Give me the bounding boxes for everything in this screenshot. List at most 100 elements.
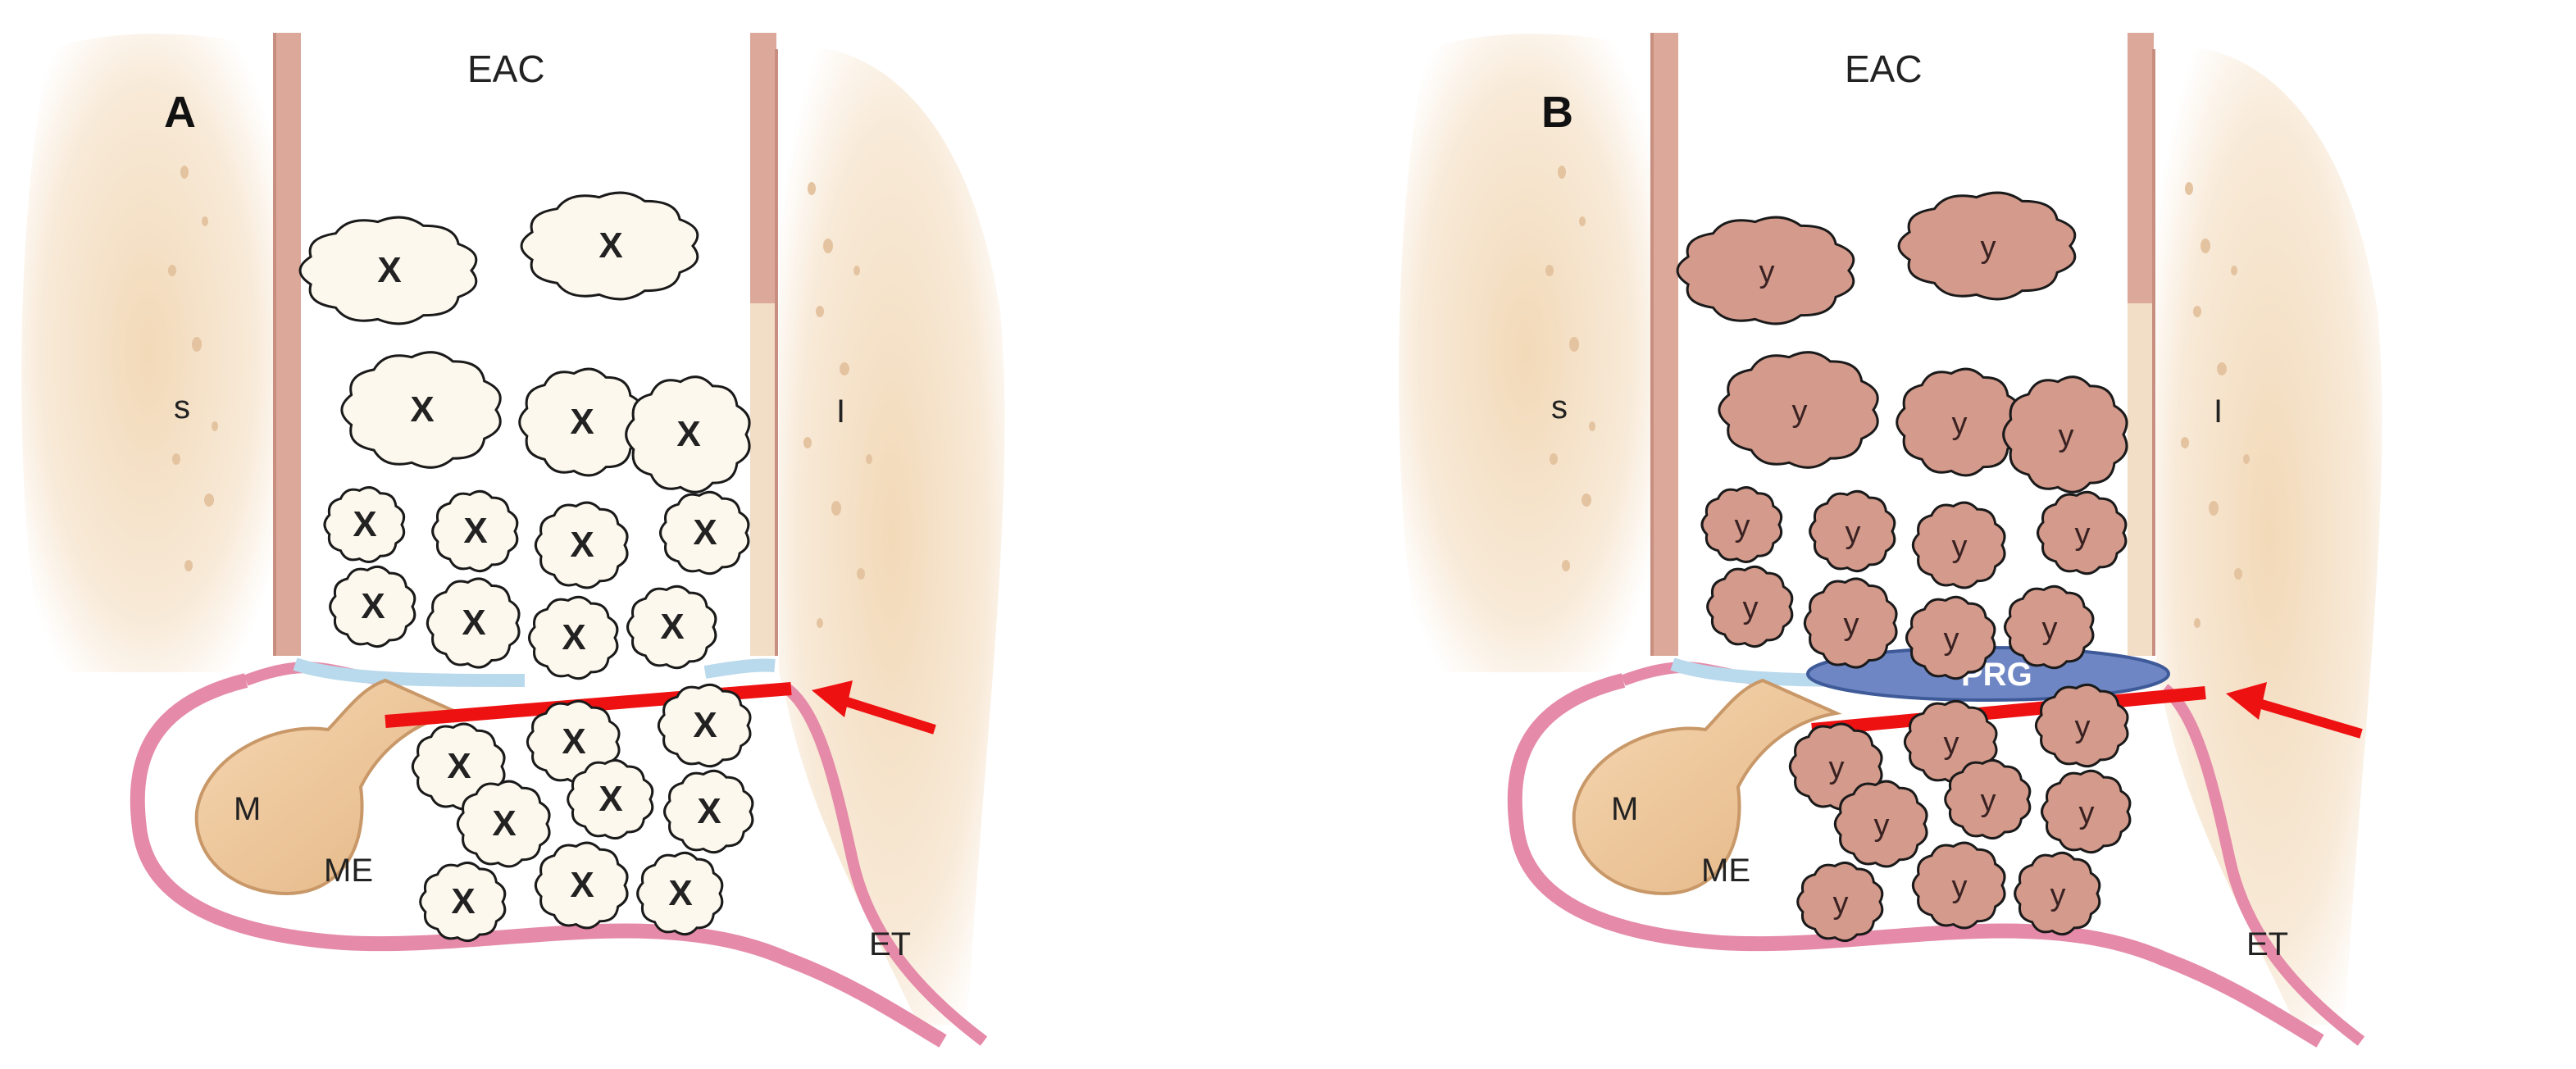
gelfoam-pack-label: y	[1833, 886, 1849, 921]
gelfoam-pack	[625, 375, 751, 494]
panel-letter: A	[164, 88, 196, 137]
canal-label: EAC	[467, 48, 545, 90]
gelfoam-pack-label: X	[697, 791, 721, 831]
gelfoam-pack	[1706, 565, 1794, 648]
right-bone-label: I	[2214, 393, 2223, 430]
gelfoam-pack	[426, 577, 521, 669]
right-bone-label: I	[836, 393, 845, 430]
squamous-bone-left	[21, 34, 275, 672]
middle-ear-mucosa	[130, 673, 947, 1048]
gelfoam-pack	[2014, 851, 2101, 936]
gelfoam-pack	[1911, 501, 2006, 589]
gelfoam-pack	[659, 490, 750, 575]
gelfoam-pack-label: y	[1844, 607, 1859, 642]
gelfoam-pack	[329, 565, 416, 648]
gelfoam-pack-label: y	[1735, 509, 1750, 544]
gelfoam-pack-label: X	[570, 525, 594, 565]
gelfoam-pack	[323, 486, 406, 563]
gelfoam-pack	[528, 595, 619, 680]
middle-ear-mucosa	[1507, 673, 2324, 1048]
gelfoam-pack	[2002, 375, 2128, 494]
canal-wall-left	[1652, 33, 1678, 656]
left-bone-label: s	[1551, 389, 1568, 425]
gelfoam-pack-label: X	[570, 865, 594, 905]
gelfoam-pack	[419, 861, 507, 943]
gelfoam-pack	[2004, 585, 2095, 670]
gelfoam-pack-label: X	[410, 389, 434, 430]
tympanic-membrane-remnant	[293, 657, 526, 687]
gelfoam-pack	[298, 216, 478, 325]
gelfoam-pack	[1700, 486, 1783, 563]
malleus	[194, 678, 465, 896]
canal-wall-left	[275, 33, 301, 656]
gelfoam-pack-label: X	[676, 414, 700, 454]
bone-stipple	[1545, 166, 2250, 628]
gelfoam-pack-label: y	[1981, 230, 1996, 265]
gelfoam-pack-label: y	[1944, 622, 1959, 657]
canal-wall-right-lower	[750, 303, 776, 656]
gelfoam-pack-label: y	[2042, 612, 2058, 646]
gelfoam-pack	[1905, 595, 1996, 680]
gelfoam-pack-label: y	[1743, 591, 1759, 625]
gelfoam-pack-label: X	[562, 721, 585, 762]
gelfoam-pack-label: X	[570, 402, 594, 442]
gelfoam-pack	[1809, 489, 1896, 573]
gelfoam-pack-label: X	[447, 746, 471, 786]
gelfoam-pack	[534, 501, 629, 589]
middle-ear-mucosa-right	[783, 684, 988, 1046]
gelfoam-pack	[340, 351, 502, 469]
gelfoam-pack-label: X	[462, 603, 485, 643]
gelfoam-pack	[1796, 861, 1884, 943]
gelfoam-pack	[534, 841, 629, 930]
incision-line	[1811, 686, 2206, 736]
gelfoam-pack	[567, 758, 654, 840]
canal-label: EAC	[1845, 48, 1923, 90]
gelfoam-pack-label: X	[353, 504, 376, 544]
gelfoam-pack	[1911, 841, 2006, 930]
squamous-bone-left	[1399, 34, 1652, 672]
gelfoam-pack-label: X	[377, 250, 401, 290]
gelfoam-pack-label: X	[492, 803, 516, 844]
middle-ear-mucosa-right	[2160, 684, 2365, 1046]
gelfoam-pack	[663, 769, 754, 854]
red-arrow-icon	[812, 680, 936, 735]
canal-wall-right	[750, 33, 776, 303]
gelfoam-pack-label: y	[2079, 796, 2095, 830]
gelfoam-pack-label: y	[1874, 808, 1890, 843]
gelfoam-pack-label: y	[1792, 394, 1808, 429]
tube-label: ET	[2246, 926, 2288, 962]
panel-letter: B	[1541, 88, 1573, 137]
gelfoam-pack	[2041, 769, 2132, 854]
gelfoam-pack-label: X	[693, 512, 717, 553]
gelfoam-pack	[657, 683, 752, 768]
gelfoam-pack-label: y	[1829, 751, 1845, 785]
gelfoam-pack	[2034, 683, 2129, 768]
gelfoam-pack-label: y	[2075, 517, 2091, 552]
ossicle-label: M	[234, 791, 261, 827]
malleus	[1572, 678, 1842, 896]
ossicle-label: M	[1611, 791, 1638, 827]
gelfoam-pack-label: y	[2075, 710, 2091, 744]
gelfoam-pack-label: y	[2059, 419, 2074, 453]
gelfoam-pack-label: X	[451, 881, 475, 921]
gelfoam-pack-label: X	[693, 705, 717, 745]
gelfoam-pack	[1896, 367, 2022, 477]
gelfoam-pack-label: y	[1952, 870, 1968, 904]
gelfoam-pack	[1833, 780, 1928, 868]
tube-label: ET	[869, 926, 911, 962]
gelfoam-pack	[1897, 191, 2077, 301]
gelfoam-pack-label: X	[562, 617, 585, 657]
gelfoam-pack	[626, 585, 717, 670]
gelfoam-pack	[520, 191, 699, 301]
gelfoam-pack-label: y	[1981, 784, 1996, 818]
bone-stipple	[168, 166, 872, 628]
gelfoam-pack	[1718, 351, 1879, 469]
gelfoam-pack-label: y	[1952, 530, 1968, 564]
gelfoam-pack-label: y	[1952, 407, 1968, 441]
